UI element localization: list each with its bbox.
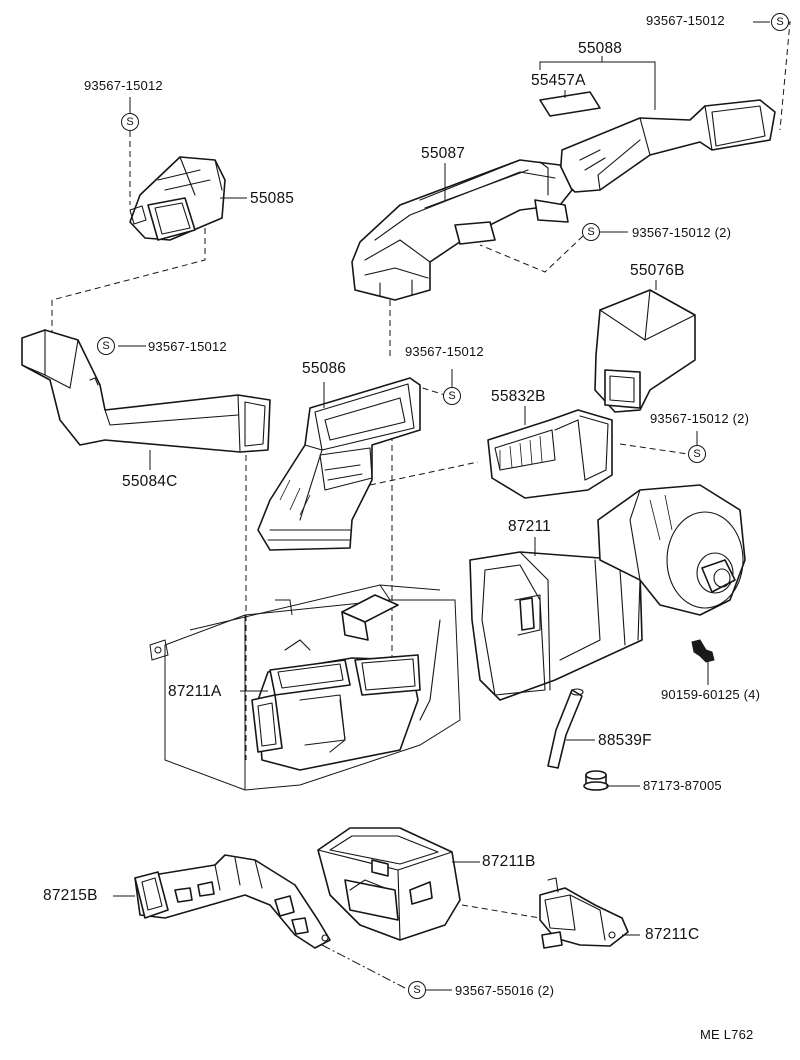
- label-55084c: 55084C: [122, 473, 178, 490]
- leader-lines: [113, 21, 770, 991]
- label-55076b: 55076B: [630, 262, 685, 279]
- hose-88539f: [547, 688, 584, 769]
- label-93567-15012-right: 93567-15012 (2): [650, 411, 750, 426]
- label-55088: 55088: [578, 40, 623, 57]
- label-87211c: 87211C: [645, 926, 700, 943]
- label-93567-55016: 93567-55016 (2): [455, 983, 555, 998]
- screw-marker-bottom: S: [408, 981, 426, 999]
- label-87211a: 87211A: [168, 683, 222, 700]
- label-90159-60125: 90159-60125 (4): [661, 687, 761, 702]
- label-93567-15012-mid: 93567-15012 (2): [632, 225, 732, 240]
- label-87215b: 87215B: [43, 887, 98, 904]
- duct-55076b: [594, 289, 696, 413]
- label-55457a: 55457A: [531, 72, 586, 89]
- label-87173-87005: 87173-87005: [643, 778, 722, 793]
- label-93567-15012-center: 93567-15012: [405, 344, 484, 359]
- screw-marker-center: S: [443, 387, 461, 405]
- screw-marker-top-right: S: [771, 13, 789, 31]
- screw-90159: [691, 639, 715, 663]
- reference-code: ME L762: [700, 1027, 754, 1042]
- label-55085: 55085: [250, 190, 295, 207]
- housing-87211a: [149, 584, 461, 791]
- box-87211b: [317, 827, 461, 941]
- label-55832b: 55832B: [491, 388, 546, 405]
- label-55086: 55086: [302, 360, 347, 377]
- label-87211b: 87211B: [482, 853, 536, 870]
- unit-87211: [469, 484, 746, 701]
- duct-55832b: [487, 409, 613, 499]
- grommet-87173: [583, 770, 609, 791]
- screw-marker-top-left: S: [121, 113, 139, 131]
- screw-marker-mid: S: [582, 223, 600, 241]
- duct-55087: [351, 159, 573, 301]
- duct-55085: [129, 156, 226, 241]
- duct-55086: [257, 377, 421, 551]
- label-88539f: 88539F: [598, 732, 652, 749]
- label-93567-15012-top-left: 93567-15012: [84, 78, 163, 93]
- label-87211: 87211: [508, 518, 551, 535]
- duct-55088: [539, 91, 776, 193]
- label-55087: 55087: [421, 145, 466, 162]
- duct-87215b: [134, 854, 331, 949]
- screw-marker-left: S: [97, 337, 115, 355]
- duct-55084c: [21, 329, 271, 453]
- label-93567-15012-top-right: 93567-15012: [646, 13, 725, 28]
- screw-marker-right: S: [688, 445, 706, 463]
- label-93567-15012-left: 93567-15012: [148, 339, 227, 354]
- bracket-87211c: [539, 877, 629, 949]
